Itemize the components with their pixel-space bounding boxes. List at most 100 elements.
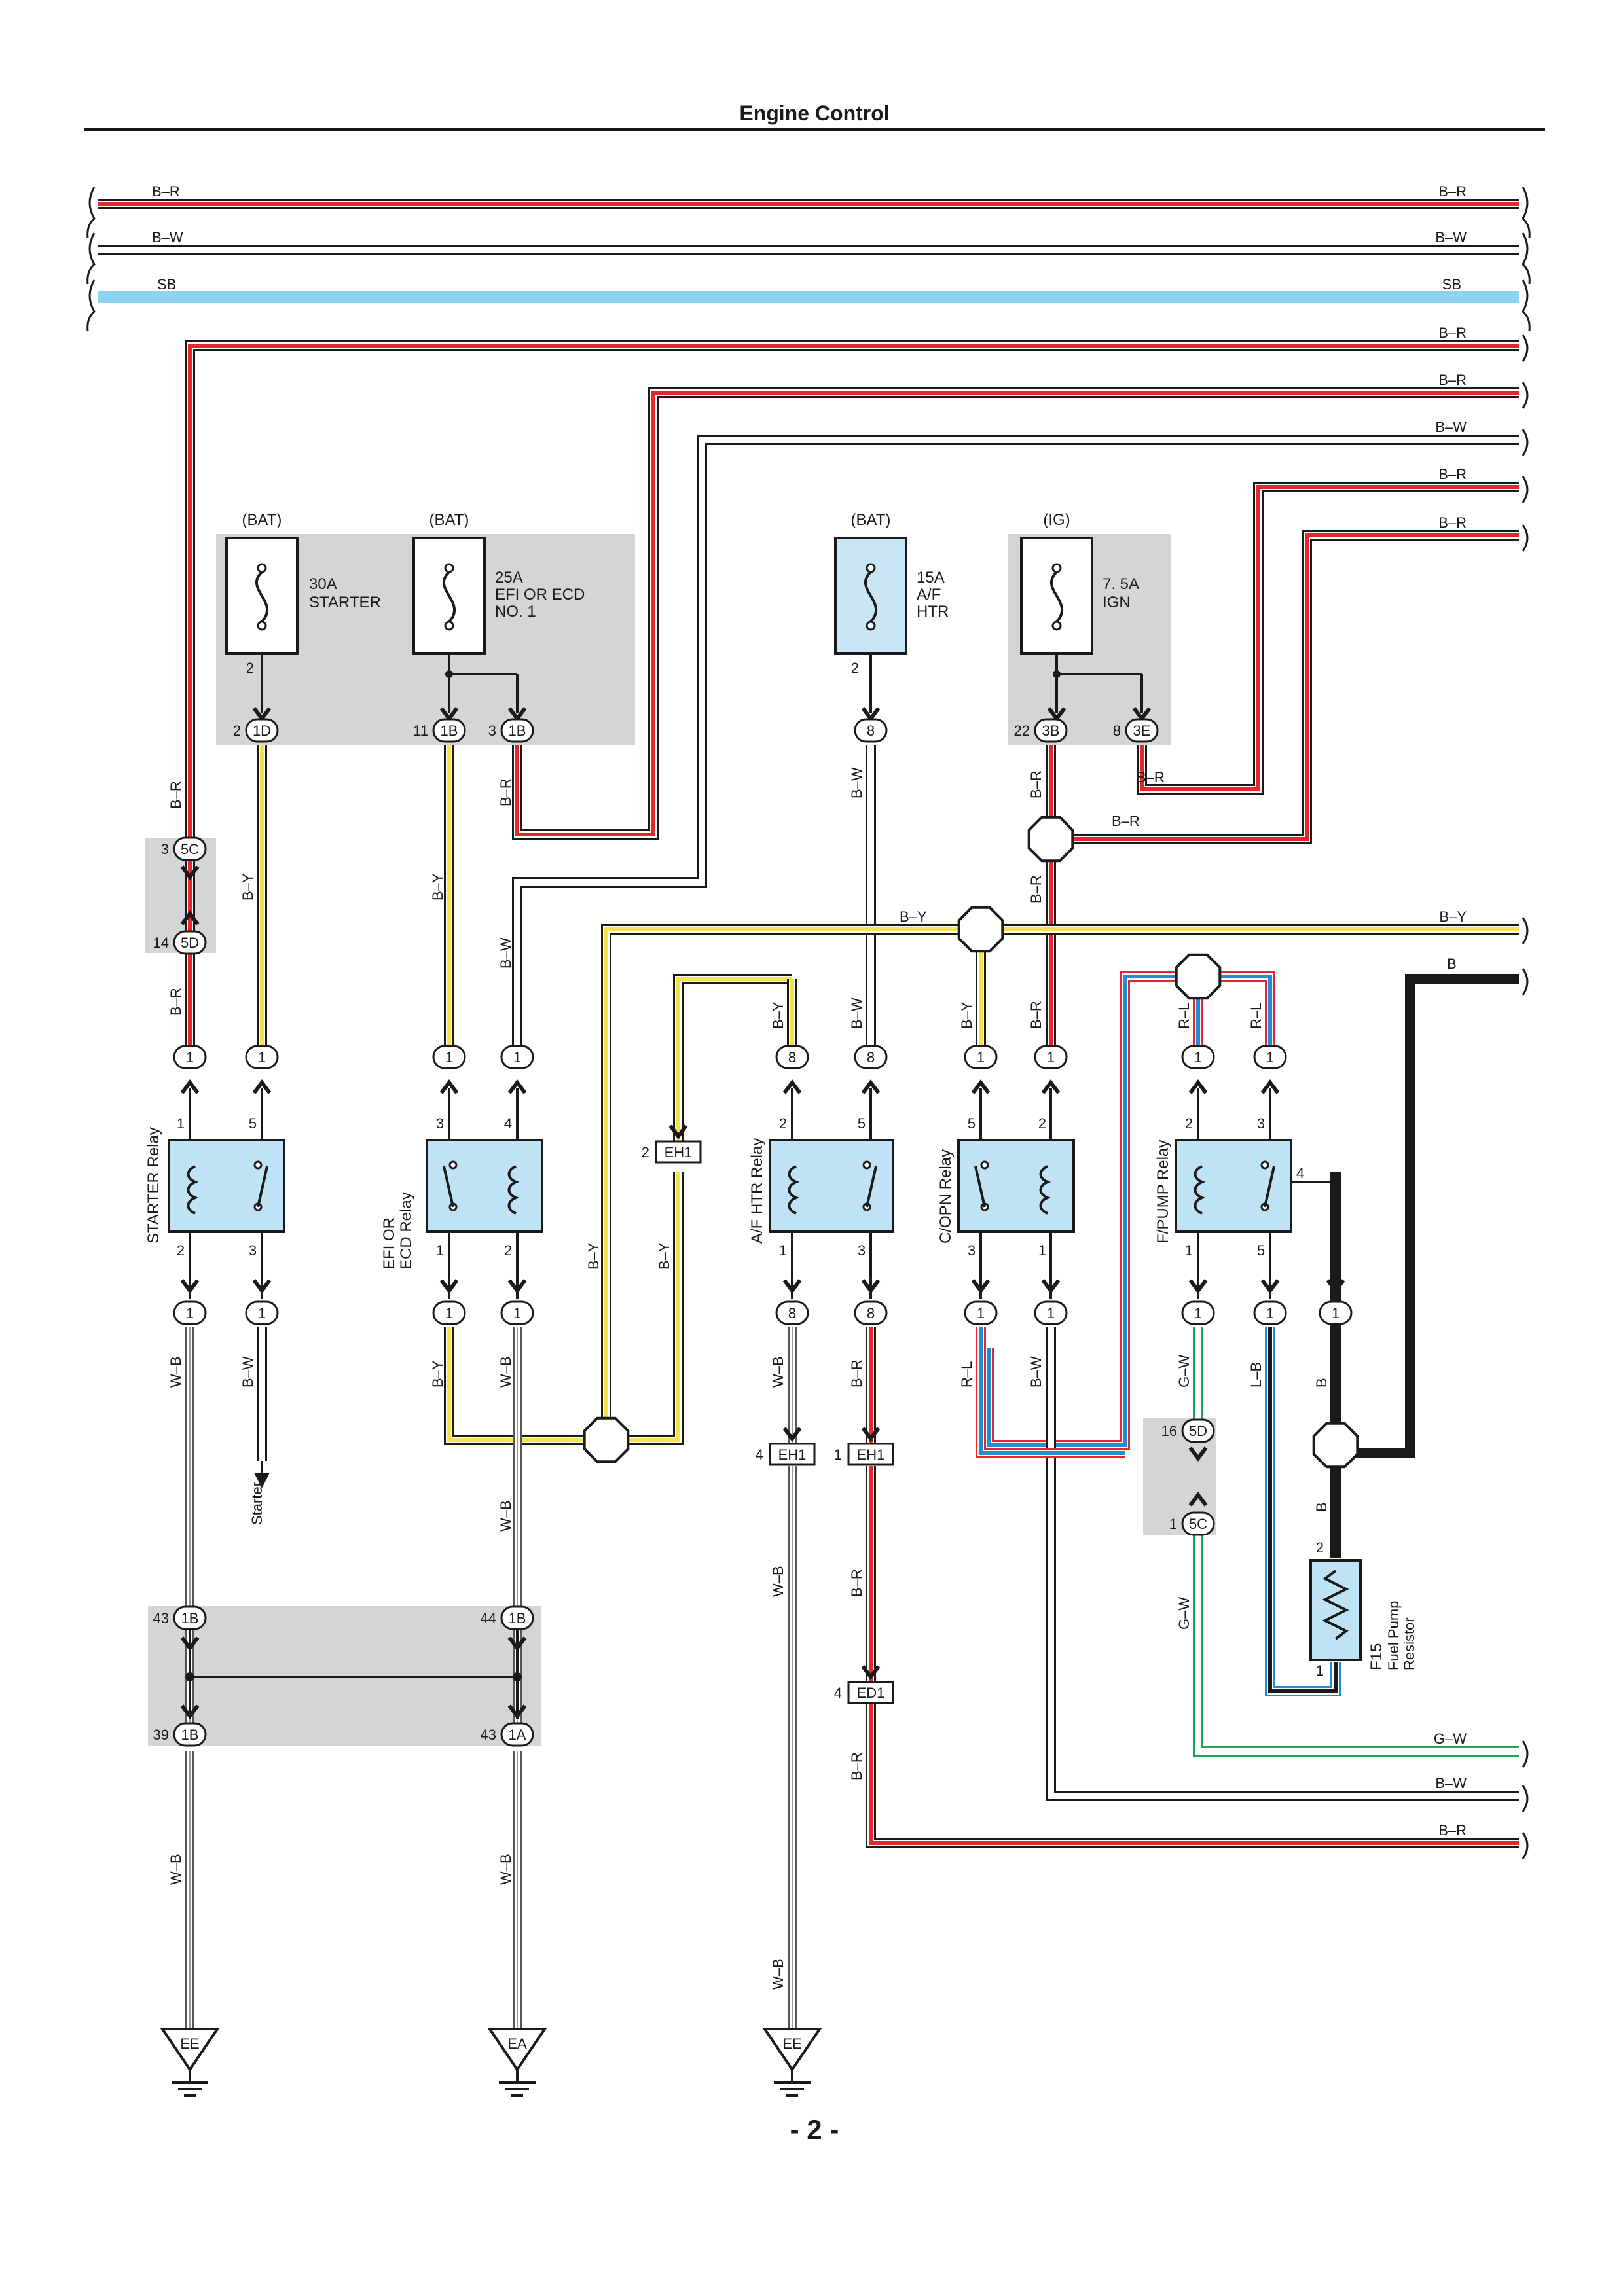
connector-pin: 1 [1169, 1516, 1177, 1532]
connector-body [854, 1045, 888, 1069]
bus-label-right: B–W [1435, 1775, 1467, 1791]
relay-coil [1194, 1165, 1206, 1215]
fuse-name: HTR [917, 603, 949, 620]
fuse-terminal [866, 620, 876, 631]
wire-label: W–B [498, 1854, 514, 1885]
wire-break-icon [1522, 476, 1529, 503]
relay-body [957, 1139, 1075, 1233]
connector: 1 [964, 1045, 998, 1069]
relay-pin-number: 5 [1257, 1242, 1265, 1259]
chevron-up-icon [252, 1079, 272, 1094]
chevron-down-icon [782, 1279, 802, 1294]
wire-label: W–B [770, 1958, 786, 1990]
wire-label: B–Y [900, 908, 927, 925]
wire-label: B–R [168, 781, 184, 809]
fuse-pin: 2 [246, 660, 254, 676]
relay-contact [862, 1160, 871, 1170]
wire-by-bus-core [604, 927, 1519, 1440]
chevron-up-icon [971, 1079, 991, 1094]
junction-dot [513, 1672, 522, 1681]
wire-label: R–L [1248, 1003, 1264, 1029]
connector-body [245, 718, 279, 743]
wire-lb-core [1268, 1327, 1338, 1693]
connector-pin: 8 [1113, 723, 1121, 739]
wire-gw-2-core [1196, 1535, 1519, 1753]
wire-label: R–L [958, 1361, 975, 1388]
fuse-amp: 7. 5A [1103, 575, 1139, 593]
fuse-icon [225, 537, 299, 655]
starter-arrow-label: Starter [249, 1482, 265, 1525]
ground-label: EE [782, 2036, 801, 2052]
relay-body [426, 1139, 543, 1233]
wire-label: B–W [240, 1356, 256, 1388]
connector-body [854, 718, 888, 743]
connector-body [1181, 1511, 1215, 1536]
relay-coil [187, 1165, 199, 1215]
fuse-amp: 15A [917, 569, 945, 586]
chevron-down-icon [507, 1704, 527, 1719]
relay-coil [507, 1165, 520, 1215]
inline-connector-body [847, 1681, 894, 1704]
resistor-body [1309, 1559, 1362, 1661]
connector-id: 8 [788, 1049, 796, 1066]
relay-body [769, 1139, 894, 1233]
relay-body [168, 1139, 285, 1233]
relay-pin-number: 2 [177, 1242, 185, 1259]
relay-pin-number: 3 [1257, 1115, 1265, 1132]
connector-id: 1 [1266, 1305, 1274, 1321]
bus-label-right: B–R [1438, 183, 1467, 200]
wire-label: B [1313, 1378, 1330, 1388]
fuse-terminal [1051, 620, 1062, 631]
relay-name: A/F HTR Relay [748, 1138, 766, 1244]
wire-label: B–Y [770, 1001, 786, 1029]
relay-icon [426, 1139, 543, 1233]
connector-body [173, 930, 207, 955]
relay-pin-number: 2 [779, 1115, 787, 1132]
wire-rl-pump3-core [1198, 975, 1272, 1057]
fuse-name: EFI OR ECD [495, 586, 585, 603]
wire-label: B [1313, 1502, 1330, 1512]
resistor-icon [1322, 1570, 1349, 1640]
wire-label: B–W [1028, 1356, 1044, 1388]
chevron-down-icon [861, 1665, 881, 1680]
chevron-up-icon [1260, 1079, 1280, 1094]
feed-br-efi-core [515, 391, 1519, 836]
connector-body [1181, 1045, 1215, 1069]
wire-break-icon [1522, 334, 1529, 362]
connector-pin: 2 [233, 723, 241, 739]
wire-label: W–B [770, 1356, 786, 1388]
relay-pin-number: 5 [249, 1115, 257, 1132]
wire-break-icon [1522, 429, 1529, 456]
page-title: Engine Control [739, 101, 889, 125]
labels: B–RB–WSBB–RB–WSBB–RB–RB–WB–RB–R(BAT)30AS… [145, 183, 1467, 1990]
fuse-amp: 25A [495, 569, 523, 586]
chevron-down-icon [668, 1124, 688, 1139]
relay-switch [443, 1166, 454, 1208]
relay-pin-number: 1 [436, 1242, 444, 1259]
wire-label: W–B [168, 1356, 184, 1388]
connector-body [854, 1300, 888, 1325]
inline-connector-pin: 4 [756, 1446, 763, 1463]
connector: 1 [1181, 1300, 1215, 1325]
wire-break-icon [86, 187, 96, 239]
connector-body [500, 718, 534, 743]
chevron-down-icon [180, 1279, 200, 1294]
connector: 1 [1253, 1045, 1287, 1069]
connector-pin: 44 [481, 1610, 496, 1626]
connector-body [500, 1300, 534, 1325]
fuse-element [443, 571, 456, 623]
connector: 8 [854, 718, 888, 743]
ground-label: EE [180, 2036, 199, 2052]
connector-body [1181, 1300, 1215, 1325]
connector-body [500, 1605, 534, 1630]
connector-id: 1 [445, 1305, 453, 1321]
connector-body [1034, 718, 1068, 743]
inline-connector-body [655, 1140, 702, 1164]
wire-break-icon [1522, 279, 1531, 332]
connector-body [500, 1722, 534, 1747]
